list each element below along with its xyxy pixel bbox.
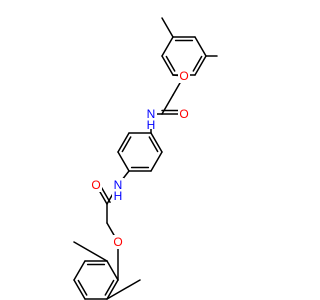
bond-methyl-bottom-left <box>73 241 108 262</box>
double-bond-A3-A4 <box>192 55 203 72</box>
atom-label-background <box>178 69 190 83</box>
double-bond-B5-B6 <box>121 136 132 153</box>
bond-B4-B5 <box>117 151 130 172</box>
bond-layer <box>73 17 218 300</box>
bond-D3-D4 <box>73 279 86 300</box>
bond-A3-A4 <box>194 55 207 76</box>
atom-label-hydrogen: H <box>114 189 123 203</box>
bond-methyl-top <box>161 17 174 38</box>
double-bond-D5-D6 <box>104 279 115 296</box>
atom-label-o: O <box>179 107 188 121</box>
atom-label-background <box>112 178 124 200</box>
atom-label-hydrogen: H <box>147 118 156 132</box>
atom-label-background <box>178 107 190 121</box>
double-bond-B1-B2 <box>148 136 159 153</box>
bond-A5-A6 <box>161 55 174 76</box>
atom-o-o3: O <box>90 178 102 192</box>
double-bond-A5-A6 <box>165 55 176 72</box>
atom-label-background <box>145 107 157 129</box>
bond-D6-D1 <box>106 260 119 281</box>
atom-label-o: O <box>113 235 122 249</box>
bond-A2-A3 <box>194 36 207 57</box>
bond-A6-A1 <box>161 36 174 57</box>
atom-label-background <box>90 178 102 192</box>
atom-label-o: O <box>179 69 188 83</box>
atom-o-o4: O <box>112 235 124 249</box>
bond-B5-B6 <box>117 132 130 153</box>
atom-o-o2: O <box>178 107 190 121</box>
atom-o-o1: O <box>178 69 190 83</box>
atom-n-n2: NH <box>112 178 124 203</box>
atom-label-background <box>112 235 124 249</box>
double-bond-D3-D4 <box>77 279 88 296</box>
atom-n-n1: NH <box>145 107 157 132</box>
atom-label-o: O <box>91 178 100 192</box>
bond-D5-D6 <box>106 279 119 300</box>
bond-D2-D3 <box>73 260 86 281</box>
bond-B1-B2 <box>150 132 163 153</box>
bond-methyl-bottom <box>106 279 141 300</box>
atom-label-n: N <box>114 178 123 192</box>
bond-B2-B3 <box>150 151 163 172</box>
atom-label-n: N <box>147 107 156 121</box>
